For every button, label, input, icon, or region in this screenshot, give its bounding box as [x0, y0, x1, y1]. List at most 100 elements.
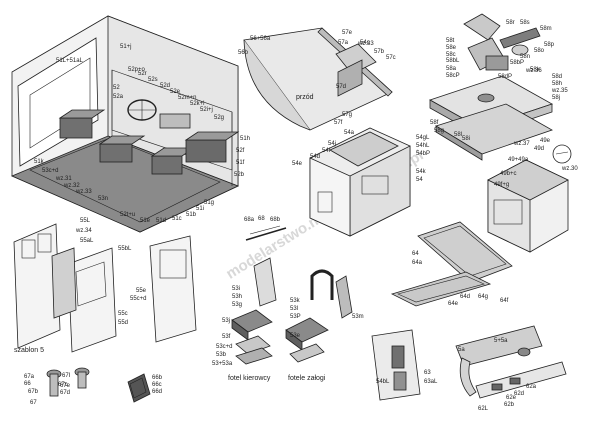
label: 54c [360, 40, 370, 46]
label: 54a [344, 130, 355, 136]
labels-seat-crew: 53k 53l 53P 53m 53e fotele załogi [288, 298, 364, 382]
label: 58h [552, 81, 562, 87]
label: 53c+d [216, 344, 233, 350]
control-box [309, 127, 411, 237]
label: 52i+j [200, 107, 213, 113]
label: 58c [446, 52, 456, 58]
label: 57a [338, 40, 349, 46]
steps [371, 329, 421, 401]
label: 58j [552, 95, 560, 101]
label: 67c [58, 382, 68, 388]
label: 54j [328, 141, 336, 147]
caption-fotele-zalogi: fotele załogi [288, 375, 326, 382]
labels-grille: 64 64a 64d 64e 64g 64f [412, 251, 509, 307]
label: 64e [448, 301, 459, 307]
label: 52m+n [178, 95, 197, 101]
labels-hood: 58d 58r 58s 58p 58t 58o 58bL 58cP 58e 58… [430, 20, 568, 147]
hood-parts [429, 13, 572, 164]
label: 53i [232, 286, 240, 292]
label: 66b [152, 375, 163, 381]
label: 53l [290, 306, 298, 312]
label: 53b [216, 352, 227, 358]
label: 49+49a [508, 157, 529, 163]
labels-small: 67a 67I 67e 67b 67c 67d 67 66 66b 66c 66… [24, 373, 163, 406]
label: 51e [140, 218, 151, 224]
label: 57d [336, 84, 346, 90]
bumper-parts [455, 325, 567, 399]
label: 53n [98, 196, 108, 202]
cab-assembly [10, 15, 240, 233]
label: 49e [540, 138, 551, 144]
label: 58n [520, 54, 530, 60]
label: 54k [416, 169, 427, 175]
label: 58k [530, 67, 541, 73]
label: 53f [222, 334, 231, 340]
label: 67d [60, 390, 70, 396]
label: 53e [290, 333, 301, 339]
caption-szablon: szablon 5 [14, 347, 44, 354]
label: 53+53a [212, 361, 233, 367]
label: 55e [136, 288, 147, 294]
label: 51c [172, 216, 182, 222]
label: 52b [234, 172, 245, 178]
doors [13, 223, 197, 353]
label: 51+j [120, 44, 132, 50]
label: 58cP [446, 73, 460, 79]
label: 58d [552, 74, 562, 80]
floor-panel [243, 27, 393, 131]
label: 58l [454, 132, 462, 138]
label: 52 [113, 85, 120, 91]
label: 63 [424, 370, 431, 376]
label: wz.30 [561, 166, 578, 172]
label: 52s [148, 77, 158, 83]
label: 54bL [376, 379, 390, 385]
label: 66d [152, 389, 162, 395]
labels-cab: 51+j 51L+51aL 52p+o 52s 52 52r 52d 52a 5… [34, 44, 250, 224]
cabinet [487, 159, 569, 253]
label: 58p [544, 42, 555, 48]
label: wz.35 [551, 88, 568, 94]
label: 58g [434, 128, 444, 134]
label: 53c+d [42, 168, 59, 174]
label: 58o [534, 48, 545, 54]
label: 52f [236, 148, 245, 154]
label: wz.36 [525, 68, 542, 74]
label: 51f [236, 160, 245, 166]
label: 63aL [424, 379, 438, 385]
label: 62a [526, 384, 537, 390]
label: 56b [238, 50, 249, 56]
label: 67a [24, 374, 35, 380]
label: wz.34 [75, 228, 92, 234]
label: 62b [504, 402, 515, 408]
label: 53g [232, 302, 242, 308]
label: 51g [204, 200, 214, 206]
label: 58a [446, 66, 457, 72]
label: 62d [514, 391, 524, 397]
label: 51i [196, 206, 204, 212]
label: 58bP [510, 60, 524, 66]
label: 51d [156, 218, 166, 224]
label: 68b [270, 217, 281, 223]
small-parts [46, 367, 151, 403]
label: 51L+51aL [56, 58, 84, 64]
label: 58f [430, 120, 439, 126]
label: 57e [342, 30, 353, 36]
label: 49f+g [494, 182, 509, 188]
label: 64g [478, 294, 488, 300]
label: 54gL [416, 135, 430, 141]
label: 66c [152, 382, 162, 388]
caption-fotel-kierowcy: fotel kierowcy [228, 375, 271, 382]
labels-doors: 55L wz.34 55aL 55bL 55e 55c+d 55c 55d sz… [14, 218, 147, 354]
label: 62e [506, 395, 517, 401]
label: 55L [80, 218, 91, 224]
driver-seat [231, 257, 277, 365]
wiper [245, 225, 287, 241]
label: 52e [170, 89, 181, 95]
labels-bumper: 5+5a 5a 62L 62b 62e 62d 62a [458, 338, 537, 412]
label: 67e [60, 383, 71, 389]
crew-seat [285, 269, 353, 363]
label: 64 [412, 251, 419, 257]
label: 64a [412, 260, 423, 266]
labels-floor: 56+56a 56b 57e wz.33 57b 57c 57a 57d 57g… [238, 30, 396, 126]
label: 53m [352, 314, 364, 320]
